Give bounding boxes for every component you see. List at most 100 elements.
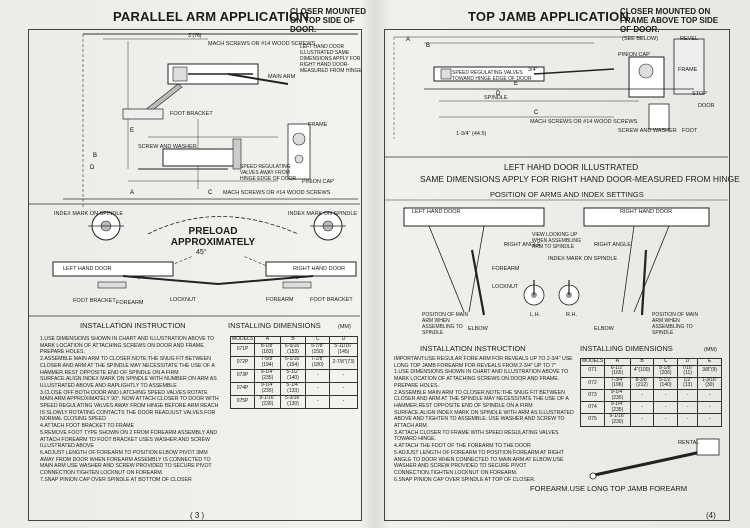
table-header: MODELS [579, 358, 606, 366]
table-cell: 6-1/2"(165) [604, 364, 631, 378]
table-cell: 075 [579, 413, 606, 427]
table-cell: 075P [229, 394, 256, 409]
left-instructions: 1.USE DIMENSIONS SHOWN IN CHART AND ILLU… [40, 336, 220, 483]
rh-label: R.H. [566, 312, 577, 318]
table-cell: 073P [229, 368, 256, 383]
rdim-a-label: A [406, 37, 410, 43]
table-cell: 5-11/16"(145) [329, 342, 358, 357]
table-row: 072P 7-5/8"(194) 6-1/16"(154) 7-1/8"(180… [229, 355, 358, 370]
right-page: TOP JAMB APPLICATION CLOSER MOUNTED ON F… [380, 4, 740, 524]
table-row: 073 9-1/4"(235) - - - - [579, 388, 722, 403]
mid-foot-bracket-right-label: FOOT BRACKET [310, 297, 353, 303]
mid-foot-bracket-label: FOOT BRACKET [73, 298, 116, 304]
table-cell: 2-7/8"(73) [329, 355, 358, 370]
table-cell: - [329, 394, 358, 409]
arm-position-diagram [384, 199, 728, 316]
angle-label: 45° [196, 249, 207, 256]
pinion-cap-label: PINION CAP [302, 179, 334, 185]
table-cell: - [653, 413, 679, 427]
forearm-caption: FOREARM.USE LONG TOP JAMB FOREARM [530, 484, 688, 493]
table-cell: 9-1/4"(235) [254, 368, 281, 383]
table-cell: 071P [229, 342, 256, 357]
dim-c-label: C [208, 190, 213, 196]
left-instruction-step: 1.USE DIMENSIONS SHOWN IN CHART AND ILLU… [40, 336, 215, 356]
main-arm-label: MAIN ARM [268, 74, 296, 80]
table-row: 072 7-3/4"(196) 8-3/8"(212) 5-1/2"(140) … [579, 376, 722, 390]
table-cell: - [653, 401, 679, 415]
table-cell: 5-1/2"(140) [279, 368, 307, 383]
right-valves-label: SPEED REGULATING VALVES TOWARD HINGE EDG… [452, 70, 532, 82]
dim-1-3-4-label: 1-3/4" (44.5) [456, 131, 487, 137]
table-row: 071P 8-1/8"(183) 6-5/16"(153) 5-7/8"(150… [229, 342, 358, 357]
table-cell: 9-1/4"(235) [254, 381, 281, 396]
right-door-label: RIGHT HAND DOOR [293, 266, 346, 272]
position-main-arm-right-label: POSITION OF MAIN ARM WHEN ASSEMBLING TO … [652, 312, 699, 336]
table-cell: 9-1/16"(230) [254, 394, 281, 409]
right-frame-label: FRAME [678, 67, 698, 73]
right-instructions: IMPORTANT:USE REGULAR FORE ARM FOR REVEA… [394, 356, 574, 483]
table-cell: 7-1/8"(180) [305, 355, 330, 370]
left-door-label: LEFT HAND DOOR [63, 266, 112, 272]
stop-label: STOP [692, 91, 707, 97]
table-row: 074P 9-1/4"(235) 5-1/4"(133) - - [229, 381, 358, 396]
table-cell: 5-7/8"(150) [305, 342, 330, 357]
table-cell: - [697, 388, 722, 403]
table-cell: 5-3/16"(130) [279, 394, 307, 409]
left-dims-unit: (mm) [338, 324, 351, 330]
left-instruction-title: INSTALLATION INSTRUCTION [80, 321, 186, 330]
table-cell: 8-3/8"(212) [629, 376, 655, 390]
rmid-locknut-label: LOCKNUT [492, 284, 519, 290]
left-note-text: LEFT HAND DOOR ILLUSTRATED SAME DIMENSIO… [300, 44, 362, 74]
mid-forearm-right-label: FOREARM [266, 297, 294, 303]
rmid-index-mark-label: INDEX MARK ON SPINDLE [548, 256, 618, 262]
revel-label: REVEL [680, 36, 699, 42]
table-cell: 3/8"(9) [697, 364, 722, 378]
table-cell: 1-3/16"(30) [697, 376, 722, 390]
foot-bracket-label: FOOT BRACKET [170, 111, 213, 117]
dim-a-label: A [130, 190, 134, 196]
table-cell: 8-1/8"(183) [254, 342, 281, 357]
right-page-number: (4) [706, 511, 716, 520]
table-header-row: MODELS A B C D E [579, 358, 722, 366]
table-cell: - [329, 368, 358, 383]
left-instruction-step: 6.ADJUST LENGTH OF FOREARM TO POSITION E… [40, 449, 212, 477]
table-cell: 8-1/8"(206) [653, 364, 679, 378]
right-angle-left-label: RIGHT ANGLE [504, 242, 541, 248]
right-instruction-step: IMPORTANT:USE REGULAR FORE ARM FOR REVEA… [394, 356, 573, 369]
table-cell: 074P [229, 381, 256, 396]
right-screw-washer-label: SCREW AND WASHER [618, 128, 677, 134]
table-cell: 7/16"(11) [677, 364, 699, 378]
rdim-d-label: D [496, 91, 501, 97]
right-instruction-step: 2.ASSEMBLE MAIN ARM TO CLOSER.NOTE:THE S… [394, 389, 574, 430]
right-dims-table: MODELS A B C D E 071 6-1/2"(165) 4"(100)… [579, 358, 722, 427]
foot-label: FOOT [682, 128, 698, 134]
right-page-title: TOP JAMB APPLICATION [468, 9, 629, 24]
right-mach-screws-label: MACH SCREWS OR #14 WOOD SCREWS [530, 119, 638, 125]
table-cell: - [305, 394, 330, 409]
table-cell: 072P [229, 355, 256, 370]
left-wood-screws-bottom-label: MACH SCREWS OR #14 WOOD SCREWS [223, 190, 331, 196]
see-below-label: (SEE BELOW) [622, 36, 659, 42]
table-cell: 7-3/4"(196) [604, 376, 631, 390]
table-cell: 4"(100) [629, 364, 655, 378]
dim-3-16-label: 3"(76) [188, 33, 202, 39]
dim-b-label: B [93, 153, 97, 159]
table-header: E [697, 358, 722, 366]
left-instruction-step: 3.CLOSE OFF BOTH DOOR AND LATCHING SPEED… [40, 389, 219, 423]
right-pinion-cap-label: PINION CAP [618, 52, 650, 58]
left-page: PARALLEL ARM APPLICATION CLOSER MOUNTED … [18, 4, 368, 524]
table-cell: - [677, 413, 699, 427]
valves-label: SPEED REGULATING VALVES AWAY FROM HINGE … [240, 164, 297, 182]
table-cell: - [305, 381, 330, 396]
index-mark-right-label: INDEX MARK ON SPINDLE [288, 211, 358, 217]
rdim-b-label: B [426, 43, 430, 49]
lh-label: L.H. [530, 312, 541, 318]
table-cell: - [305, 368, 330, 383]
table-cell: - [653, 388, 679, 403]
right-instruction-title: INSTALLATION INSTRUCTION [420, 344, 526, 353]
left-page-title: PARALLEL ARM APPLICATION [113, 9, 309, 24]
mid-forearm-label: FOREARM [116, 300, 144, 306]
table-cell: - [677, 388, 699, 403]
table-cell: 7-5/8"(194) [254, 355, 281, 370]
